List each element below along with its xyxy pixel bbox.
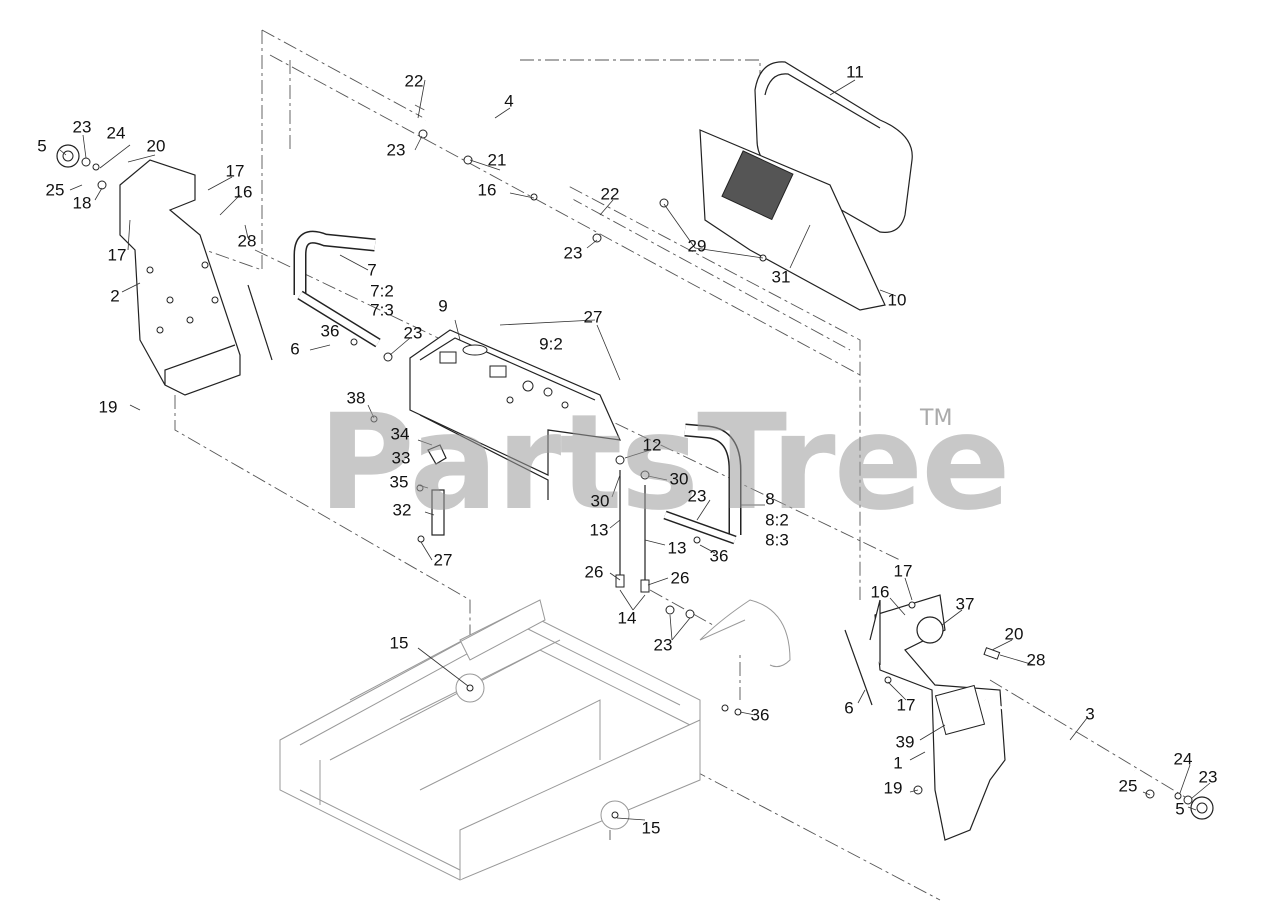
callout-c-2: 2 bbox=[110, 286, 119, 305]
callout-c-36-c: 36 bbox=[751, 705, 770, 724]
throttle-bracket bbox=[416, 444, 447, 543]
right-steering-lever bbox=[663, 423, 742, 545]
callout-c-16-a: 16 bbox=[234, 182, 253, 201]
callout-c-32: 32 bbox=[393, 500, 412, 519]
callout-c-25-r: 25 bbox=[1119, 776, 1138, 795]
callout-c-5-left: 5 bbox=[37, 136, 46, 155]
callout-c-38: 38 bbox=[347, 388, 366, 407]
gas-springs bbox=[615, 455, 695, 619]
callout-c-23-e: 23 bbox=[688, 486, 707, 505]
callout-c-21: 21 bbox=[488, 150, 507, 169]
callout-c-23-c: 23 bbox=[564, 243, 583, 262]
callout-c-23-f: 23 bbox=[654, 635, 673, 654]
callout-c-17-c: 17 bbox=[894, 561, 913, 580]
callout-c-6-b: 6 bbox=[844, 698, 853, 717]
callout-c-19-b: 19 bbox=[884, 778, 903, 797]
callout-c-8-3: 8:3 bbox=[765, 530, 789, 549]
trim-strips bbox=[247, 284, 873, 706]
callout-c-17-b: 17 bbox=[108, 245, 127, 264]
callout-c-27-b: 27 bbox=[434, 550, 453, 569]
callout-c-7-2: 7:2 bbox=[370, 281, 394, 300]
callout-c-35: 35 bbox=[390, 472, 409, 491]
callout-c-13-b: 13 bbox=[668, 538, 687, 557]
callout-c-25-tl: 25 bbox=[46, 180, 65, 199]
seat-assembly bbox=[659, 61, 913, 311]
callout-c-20-tl: 20 bbox=[147, 136, 166, 155]
callout-c-23-d: 23 bbox=[404, 323, 423, 342]
callout-c-22-a: 22 bbox=[405, 71, 424, 90]
watermark: PartsTree TM bbox=[318, 386, 1011, 540]
callout-c-17-d: 17 bbox=[897, 695, 916, 714]
callout-c-16-c: 16 bbox=[871, 582, 890, 601]
callout-c-24-tl: 24 bbox=[107, 123, 126, 142]
callout-c-13-a: 13 bbox=[590, 520, 609, 539]
leader-lines bbox=[59, 79, 1211, 821]
watermark-trademark: TM bbox=[919, 406, 952, 431]
callout-c-10: 10 bbox=[888, 290, 907, 309]
callout-c-6-a: 6 bbox=[290, 339, 299, 358]
callout-c-11: 11 bbox=[846, 62, 864, 81]
left-knob bbox=[56, 144, 107, 190]
callout-c-7: 7 bbox=[367, 260, 376, 279]
callout-c-19-a: 19 bbox=[99, 397, 118, 416]
callout-c-8: 8 bbox=[765, 489, 774, 508]
callout-c-15-a: 15 bbox=[390, 633, 409, 652]
callout-c-39: 39 bbox=[896, 732, 915, 751]
callout-c-26-b: 26 bbox=[671, 568, 690, 587]
watermark-text: PartsTree bbox=[318, 386, 1009, 540]
callout-c-30-a: 30 bbox=[670, 469, 689, 488]
control-panel bbox=[370, 329, 621, 500]
callout-c-1: 1 bbox=[893, 753, 902, 772]
linkage-rods bbox=[699, 599, 791, 716]
callout-c-27-a: 27 bbox=[584, 307, 603, 326]
callout-c-4: 4 bbox=[504, 91, 513, 110]
callout-c-23-tl: 23 bbox=[73, 117, 92, 136]
upper-handle-bar bbox=[418, 96, 602, 243]
callout-c-36-b: 36 bbox=[710, 546, 729, 565]
callout-c-18: 18 bbox=[73, 193, 92, 212]
right-side-bracket bbox=[869, 594, 1006, 841]
callout-c-17-a: 17 bbox=[226, 161, 245, 180]
callout-c-37: 37 bbox=[956, 594, 975, 613]
callout-c-33: 33 bbox=[392, 448, 411, 467]
callout-c-16-b: 16 bbox=[478, 180, 497, 199]
callout-c-34: 34 bbox=[391, 424, 410, 443]
callout-c-14: 14 bbox=[618, 608, 637, 627]
callout-c-22-b: 22 bbox=[601, 184, 620, 203]
callout-c-30-b: 30 bbox=[591, 491, 610, 510]
callout-c-31: 31 bbox=[772, 267, 791, 286]
callout-c-28-a: 28 bbox=[238, 231, 257, 250]
callout-c-7-3: 7:3 bbox=[370, 300, 394, 319]
callout-c-20-r: 20 bbox=[1005, 624, 1024, 643]
callout-c-36-a: 36 bbox=[321, 321, 340, 340]
callout-c-5-right: 5 bbox=[1175, 799, 1184, 818]
callout-c-3: 3 bbox=[1085, 704, 1094, 723]
right-shaft-and-knob bbox=[913, 647, 1214, 820]
left-steering-lever bbox=[293, 230, 393, 362]
chassis-frame bbox=[279, 599, 701, 881]
callout-c-15-b: 15 bbox=[642, 818, 661, 837]
callout-c-23-b: 23 bbox=[387, 140, 406, 159]
callout-c-9: 9 bbox=[438, 296, 447, 315]
callout-c-23-r: 23 bbox=[1199, 767, 1218, 786]
callout-c-29: 29 bbox=[688, 236, 707, 255]
callout-c-9-2: 9:2 bbox=[539, 334, 563, 353]
callout-c-12: 12 bbox=[643, 435, 662, 454]
left-side-bracket bbox=[119, 159, 241, 396]
callout-c-28-b: 28 bbox=[1027, 650, 1046, 669]
callout-c-26-a: 26 bbox=[585, 562, 604, 581]
callout-c-8-2: 8:2 bbox=[765, 510, 789, 529]
callout-c-24-r: 24 bbox=[1174, 749, 1193, 768]
